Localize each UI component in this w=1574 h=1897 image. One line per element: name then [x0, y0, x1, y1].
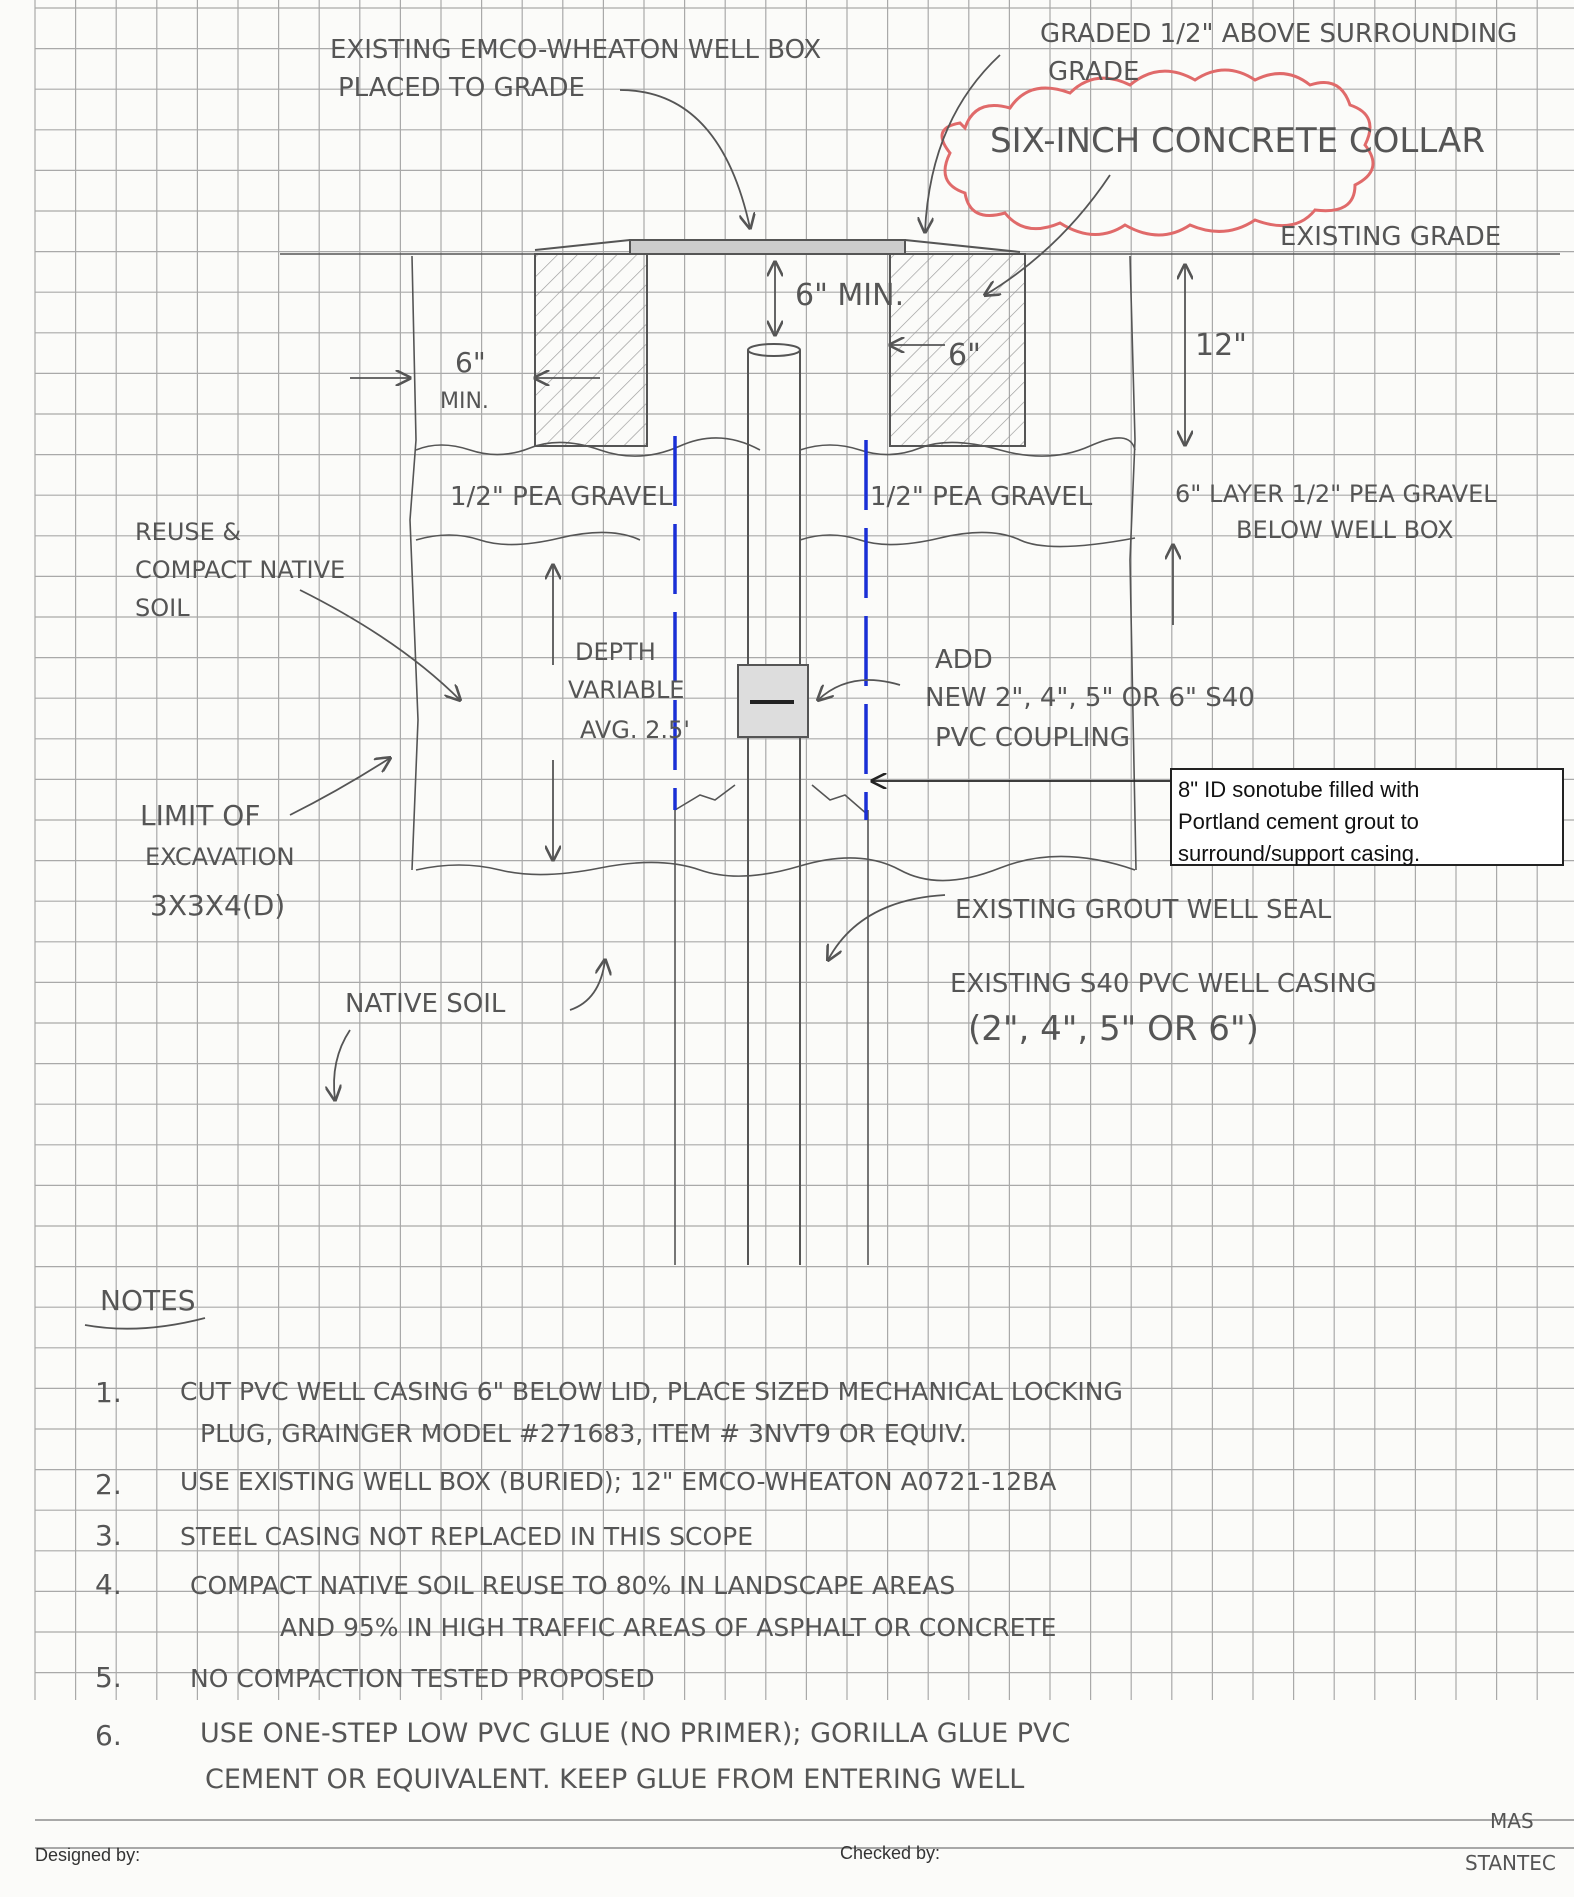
note-number: 3. — [95, 1519, 122, 1552]
sonotube-callout: 8" ID sonotube filled with Portland ceme… — [1170, 768, 1564, 866]
well-section — [280, 239, 1560, 1265]
label-reuse-1: REUSE & — [135, 518, 241, 546]
initials: MAS STANTEC — [1465, 1809, 1556, 1875]
leader-arrows — [289, 54, 1185, 1100]
label-grout-seal: EXISTING GROUT WELL SEAL — [955, 895, 1332, 925]
label-casing-1: EXISTING S40 PVC WELL CASING — [950, 969, 1377, 999]
label-pea-gravel-left: 1/2" PEA GRAVEL — [450, 482, 673, 512]
note-number: 2. — [95, 1468, 122, 1501]
label-collar: SIX-INCH CONCRETE COLLAR — [990, 121, 1485, 161]
footer-rules — [35, 1819, 1574, 1849]
label-depth-1: DEPTH — [575, 638, 656, 666]
label-add-new-1: ADD — [935, 645, 993, 675]
label-native-soil: NATIVE SOIL — [345, 989, 506, 1019]
label-limit-2: EXCAVATION — [145, 843, 295, 871]
graph-paper-grid — [34, 0, 1574, 1700]
label-add-new-2: NEW 2", 4", 5" OR 6" S40 — [925, 683, 1255, 713]
note-text: CUT PVC WELL CASING 6" BELOW LID, PLACE … — [180, 1377, 1123, 1406]
callout-line: Portland cement grout to — [1178, 809, 1419, 834]
initials-1: MAS — [1490, 1809, 1534, 1833]
label-reuse-3: SOIL — [135, 594, 190, 622]
label-six-side-1: 6" — [455, 346, 486, 379]
note-number: 4. — [95, 1568, 122, 1601]
label-add-new-3: PVC COUPLING — [935, 723, 1130, 753]
label-pea-layer-1: 6" LAYER 1/2" PEA GRAVEL — [1175, 480, 1497, 508]
note-number: 6. — [95, 1719, 122, 1752]
designed-by-label: Designed by: — [35, 1845, 141, 1865]
label-graded-2: GRADE — [1048, 57, 1139, 87]
label-pea-gravel-right: 1/2" PEA GRAVEL — [870, 482, 1093, 512]
note-number: 5. — [95, 1661, 122, 1694]
label-graded-1: GRADED 1/2" ABOVE SURROUNDING — [1040, 19, 1517, 49]
label-six-inch: 6" — [948, 338, 981, 373]
concrete-collar-left — [534, 253, 648, 447]
note-text: AND 95% IN HIGH TRAFFIC AREAS OF ASPHALT… — [280, 1613, 1056, 1642]
callout-line: 8" ID sonotube filled with — [1178, 777, 1420, 802]
concrete-collar-right — [889, 253, 1026, 447]
note-number: 1. — [95, 1376, 122, 1409]
note-text: COMPACT NATIVE SOIL REUSE TO 80% IN LAND… — [190, 1571, 955, 1600]
label-six-side-2: MIN. — [440, 389, 489, 414]
label-casing-2: (2", 4", 5" OR 6") — [968, 1009, 1259, 1049]
note-text: USE EXISTING WELL BOX (BURIED); 12" EMCO… — [180, 1467, 1056, 1496]
initials-2: STANTEC — [1465, 1851, 1556, 1875]
label-existing-grade: EXISTING GRADE — [1280, 222, 1501, 252]
label-pea-layer-2: BELOW WELL BOX — [1236, 516, 1454, 544]
checked-by-label: Checked by: — [840, 1843, 941, 1863]
notes-section: NOTES 1. CUT PVC WELL CASING 6" BELOW LID… — [84, 1284, 1123, 1795]
label-reuse-2: COMPACT NATIVE — [135, 556, 345, 584]
label-twelve: 12" — [1195, 328, 1247, 363]
callout-line: surround/support casing. — [1178, 841, 1421, 866]
label-well-box-1: EXISTING EMCO-WHEATON WELL BOX — [330, 35, 821, 65]
revision-cloud — [940, 68, 1375, 237]
label-six-min-top: 6" MIN. — [795, 278, 904, 313]
label-depth-3: AVG. 2.5' — [580, 716, 690, 744]
notes-heading: NOTES — [100, 1284, 196, 1317]
note-text: USE ONE-STEP LOW PVC GLUE (NO PRIMER); G… — [200, 1718, 1070, 1749]
note-text: CEMENT OR EQUIVALENT. KEEP GLUE FROM ENT… — [205, 1764, 1024, 1795]
sketch-labels: EXISTING EMCO-WHEATON WELL BOX PLACED TO… — [135, 19, 1517, 1049]
note-text: STEEL CASING NOT REPLACED IN THIS SCOPE — [180, 1522, 753, 1551]
note-text: NO COMPACTION TESTED PROPOSED — [190, 1664, 655, 1693]
label-limit-3: 3X3X4(D) — [150, 889, 285, 922]
sonotube-outline — [673, 436, 868, 820]
note-text: PLUG, GRAINGER MODEL #271683, ITEM # 3NV… — [200, 1419, 967, 1448]
label-depth-2: VARIABLE — [568, 676, 684, 704]
label-limit-1: LIMIT OF — [140, 799, 260, 832]
label-well-box-2: PLACED TO GRADE — [338, 73, 585, 103]
